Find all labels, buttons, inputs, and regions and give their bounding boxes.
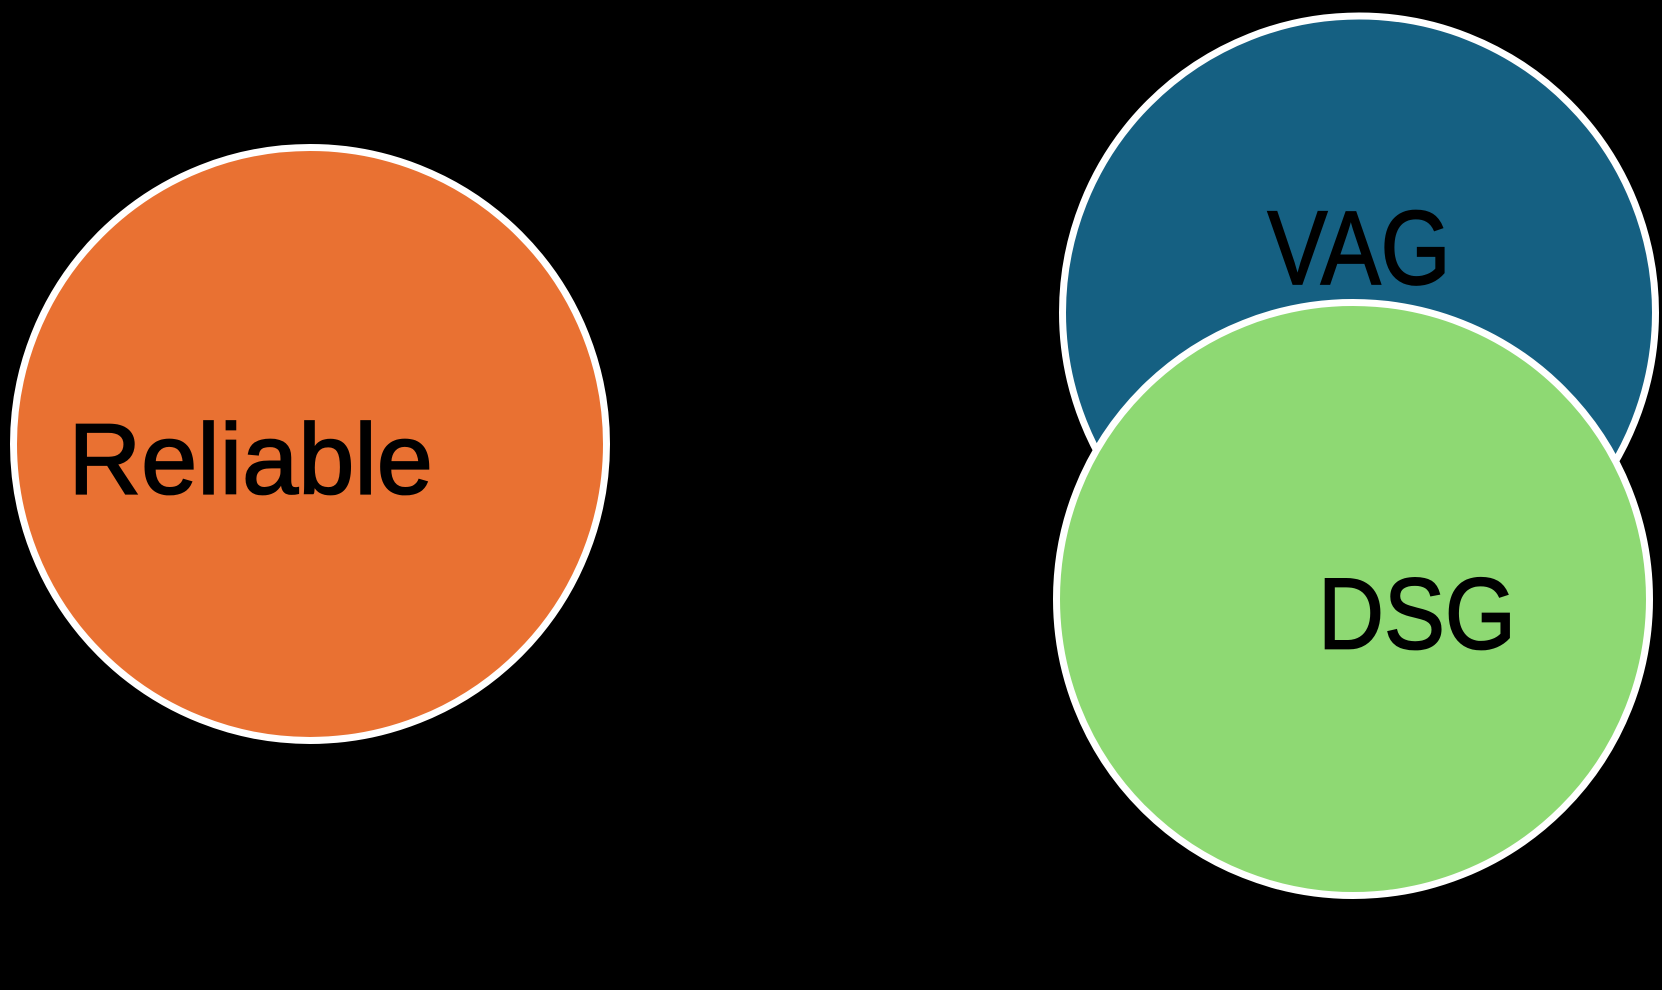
svg-text:DSG: DSG [1318, 558, 1516, 670]
svg-text:Reliable: Reliable [68, 404, 433, 516]
svg-text:VAG: VAG [1267, 190, 1450, 307]
